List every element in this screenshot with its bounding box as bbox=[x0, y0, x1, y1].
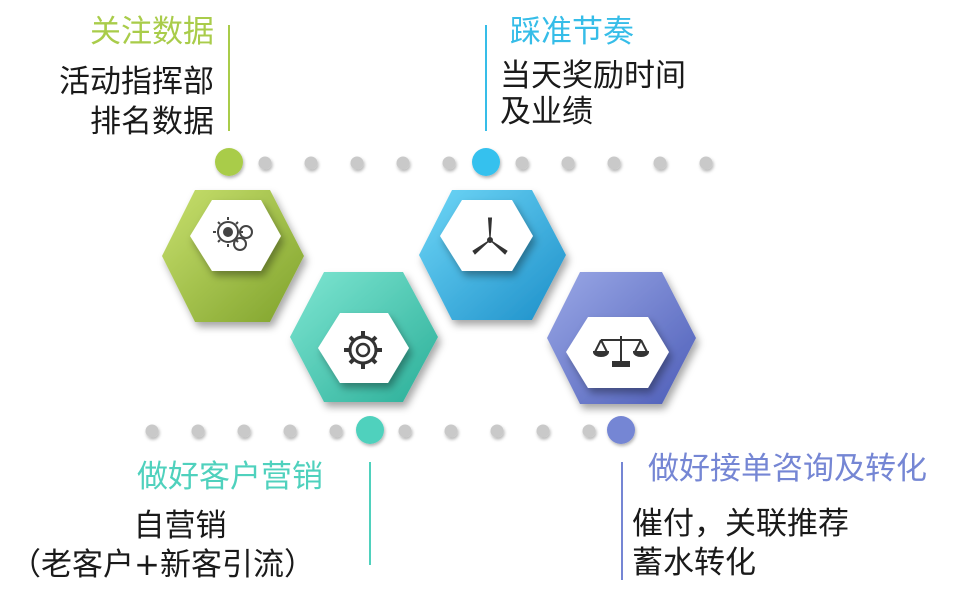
green-title: 关注数据 bbox=[90, 14, 214, 50]
hexagon-green bbox=[162, 190, 304, 322]
blue-line-2: 及业绩 bbox=[500, 94, 593, 130]
green-line-2: 排名数据 bbox=[90, 104, 214, 140]
teal-line-2: （老客户+新客引流） bbox=[10, 547, 315, 583]
balance-scale-icon bbox=[592, 336, 650, 367]
blue-line-1: 当天奖励时间 bbox=[500, 58, 686, 94]
blue-marker-dot bbox=[472, 148, 500, 176]
gear-icon bbox=[344, 331, 382, 369]
purple-title: 做好接单咨询及转化 bbox=[648, 451, 927, 487]
wind-turbine-icon bbox=[472, 217, 508, 255]
top-dotted-line bbox=[258, 156, 713, 170]
teal-title: 做好客户营销 bbox=[137, 459, 323, 495]
green-line-1: 活动指挥部 bbox=[59, 64, 214, 100]
teal-marker-dot bbox=[356, 416, 384, 444]
blue-title: 踩准节奏 bbox=[510, 14, 634, 50]
purple-line-1: 催付，关联推荐 bbox=[632, 506, 849, 542]
teal-line-1: 自营销 bbox=[133, 508, 227, 544]
hexagon-blue bbox=[419, 190, 566, 320]
green-marker-dot bbox=[215, 148, 243, 176]
hexagon-teal bbox=[290, 272, 438, 402]
purple-marker-dot bbox=[607, 416, 635, 444]
bottom-dotted-line bbox=[145, 424, 596, 438]
gears-person-icon bbox=[213, 217, 253, 251]
hexagon-purple bbox=[547, 272, 696, 404]
purple-line-2: 蓄水转化 bbox=[632, 545, 756, 581]
